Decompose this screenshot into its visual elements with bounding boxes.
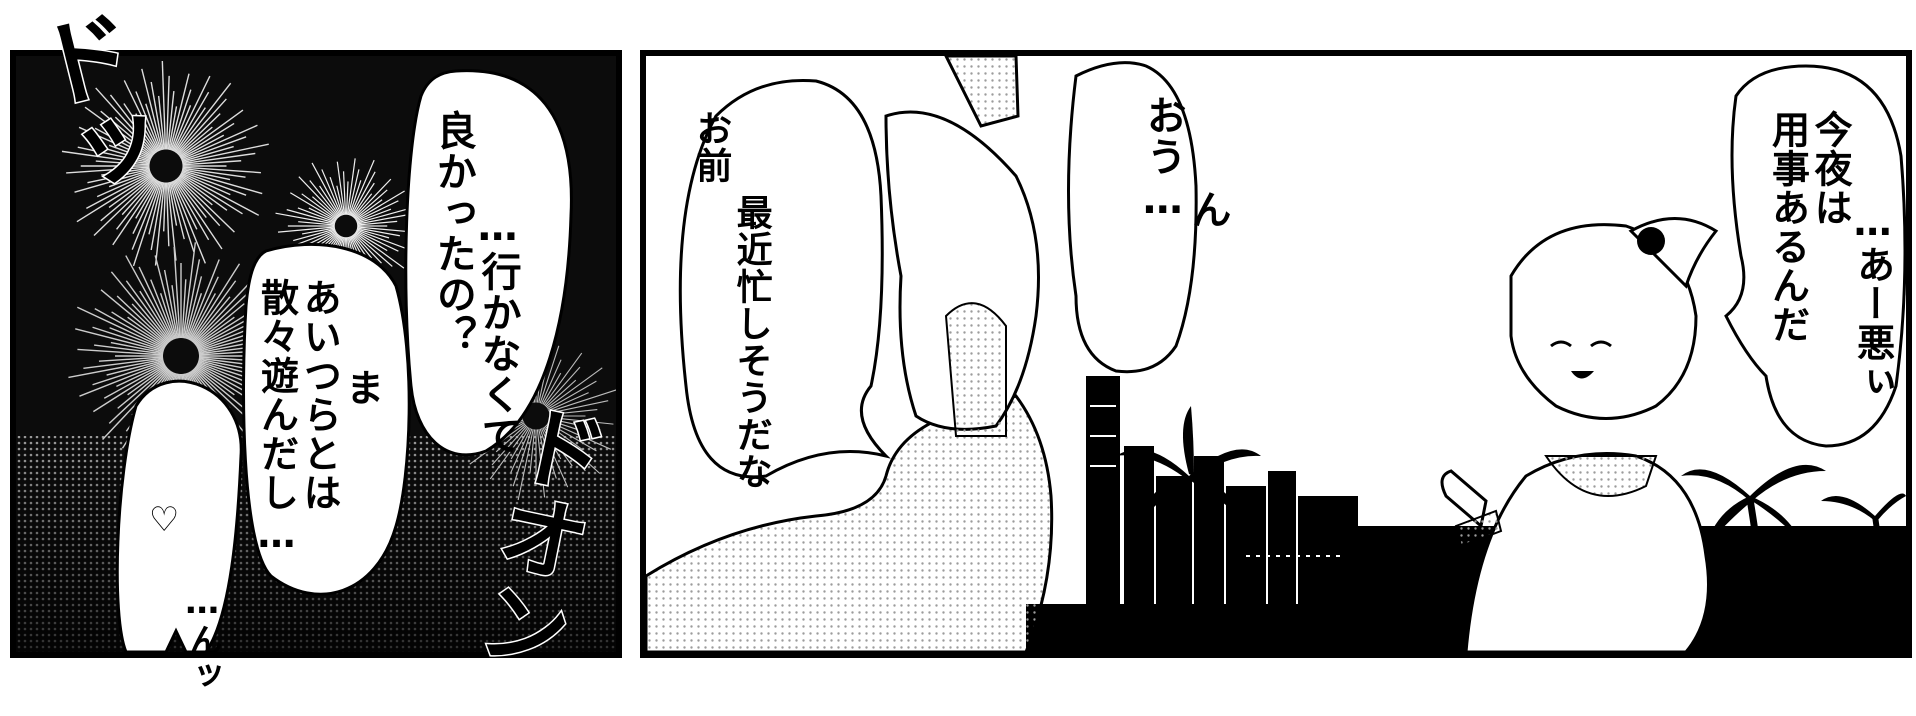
speech-text-6: 最近忙しそうだなお前 [690,110,772,490]
speech-text-1: …行かなくて良かったの？ [429,110,521,456]
character-girl [1440,217,1719,652]
right-panel [640,50,1912,658]
speech-bubble [242,242,411,596]
palm-tree-icon [1821,493,1906,616]
left-panel [10,50,622,658]
scene-illustration [646,56,1906,652]
speech-text-2: まあいつらとは散々遊んだし… [254,278,384,557]
palm-tree-icon [1116,406,1261,616]
speech-bubble [115,379,243,652]
speech-bubble [1724,64,1906,448]
fireworks-background [16,60,616,652]
speech-text-4: …あー悪ぃ今夜は用事あるんだ [1765,110,1895,401]
speech-bubble [678,78,891,479]
speech-bubble [1067,61,1198,374]
speech-bubble [404,69,573,457]
speech-text-3: …んッ♡ [144,500,223,693]
speech-text-5: んおう… [1139,95,1231,230]
firework-burst-icon [61,60,269,267]
palm-tree-icon [1681,464,1826,652]
character-back-view [646,56,1054,652]
